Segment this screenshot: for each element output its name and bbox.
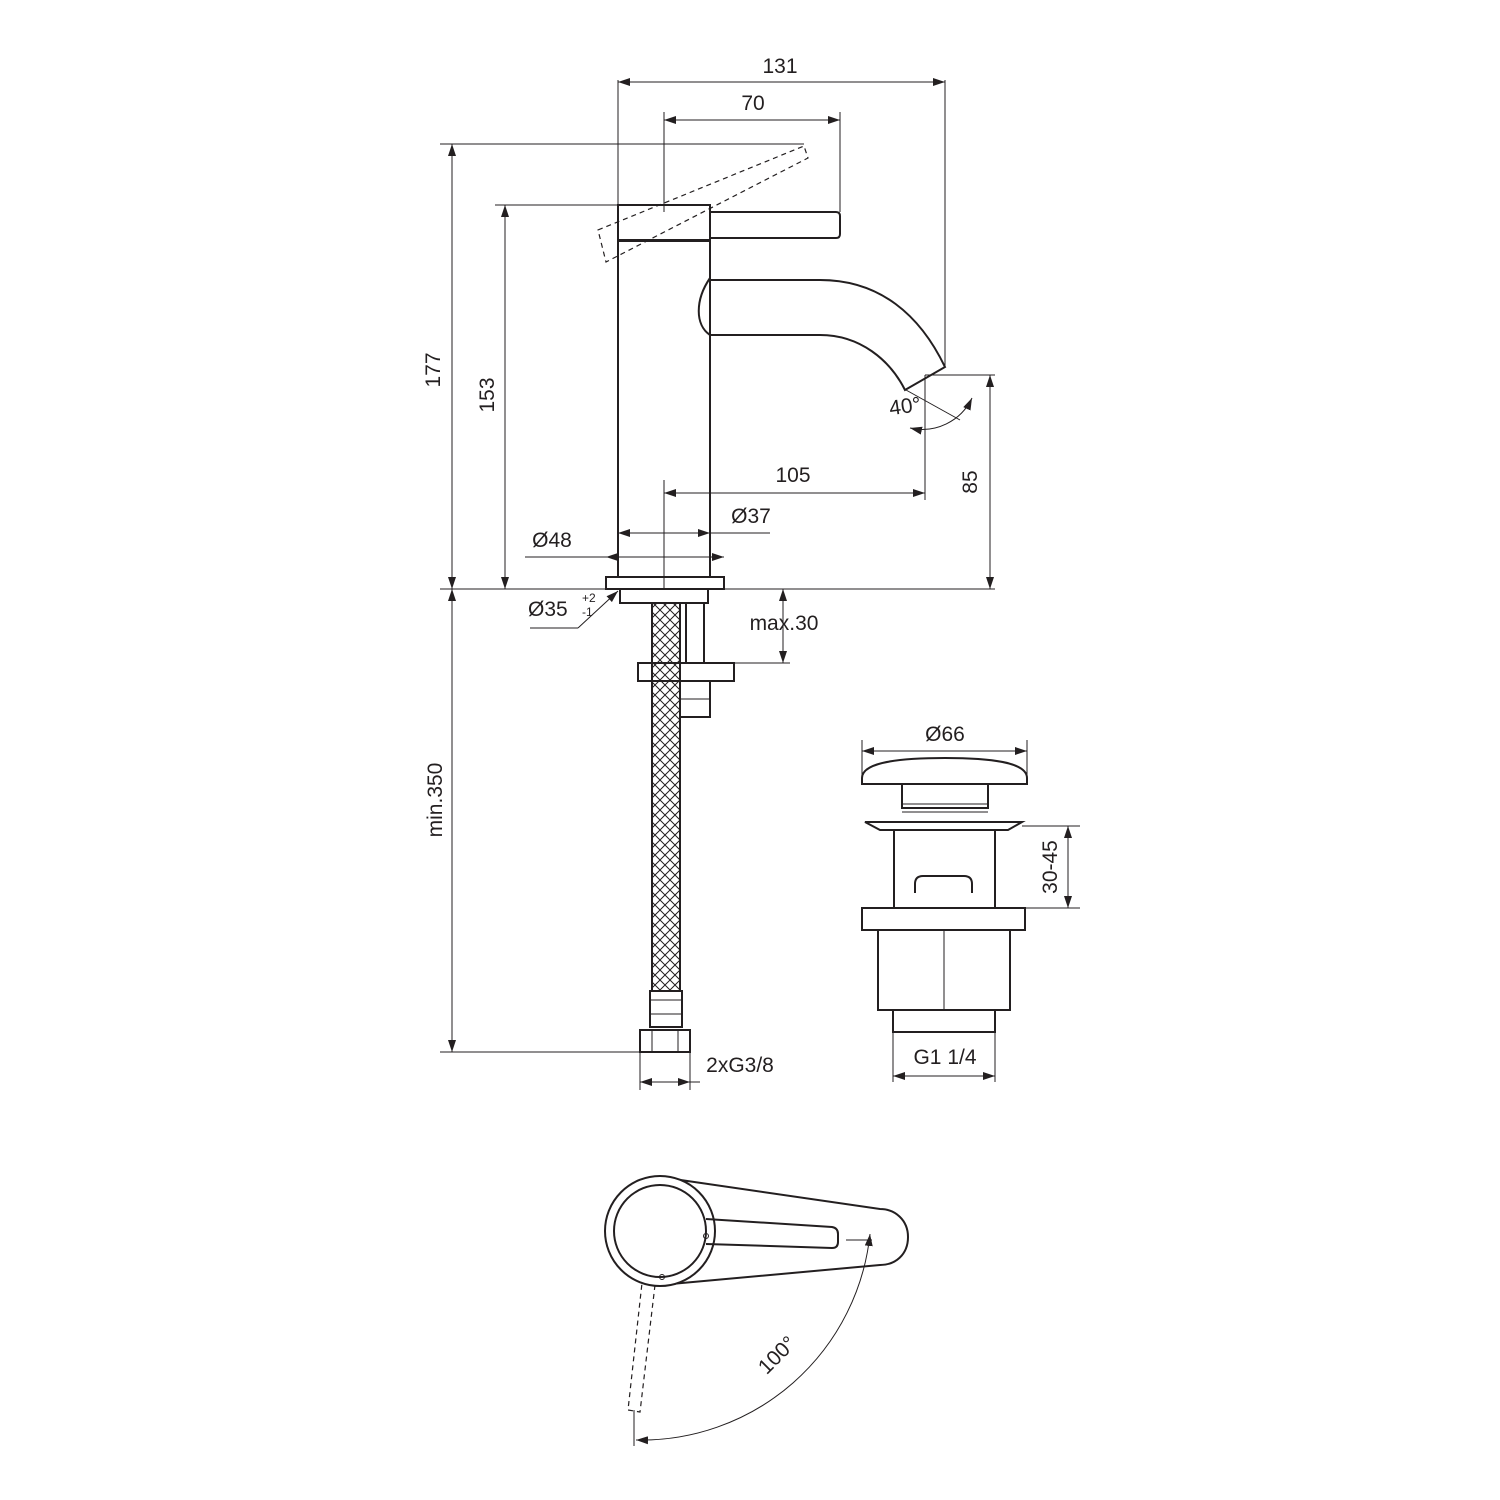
spout	[697, 277, 947, 392]
dim-body-height: 153	[476, 377, 499, 412]
dim-min-hose: min.350	[424, 763, 447, 838]
dim-max-deck: max.30	[750, 612, 819, 635]
dim-hole-tolerance-minus: -1	[582, 605, 593, 619]
dim-hole-diameter: Ø35	[528, 598, 568, 621]
base-ring	[619, 588, 709, 604]
threaded-rod	[685, 602, 705, 664]
braided-hose	[651, 602, 681, 992]
dim-spout-height: 85	[959, 470, 982, 493]
waste-slot	[914, 875, 973, 893]
dim-waste-range: 30-45	[1039, 840, 1062, 894]
dim-connections: 2xG3/8	[706, 1054, 774, 1077]
dim-lever-length: 70	[741, 92, 764, 115]
hose-ferrule	[649, 990, 683, 1028]
base-flange	[605, 576, 725, 590]
waste-nut	[861, 907, 1026, 931]
waste-cap	[861, 756, 1028, 785]
waste-body	[893, 829, 996, 909]
lever-top	[705, 1218, 839, 1250]
dim-waste-thread: G1 1/4	[913, 1046, 976, 1069]
dim-overall-height: 177	[422, 352, 445, 387]
dim-overall-width: 131	[762, 55, 797, 78]
mixer-top-view: 100°	[604, 1175, 910, 1446]
spout-top	[659, 1176, 910, 1286]
dim-hole-tolerance-plus: +2	[582, 591, 596, 605]
waste-thread	[892, 1009, 996, 1033]
hose-nut	[639, 1029, 691, 1053]
dim-body-diameter: Ø37	[731, 505, 771, 528]
waste-flange	[864, 821, 1026, 831]
dim-spout-angle: 40°	[888, 393, 923, 420]
dim-base-diameter: Ø48	[532, 529, 572, 552]
lever	[710, 211, 841, 239]
lever-rotated-position	[627, 1282, 656, 1413]
base-ring-top	[604, 1175, 716, 1287]
dim-lever-rotation: 100°	[754, 1332, 801, 1379]
dim-waste-top-diameter: Ø66	[925, 723, 965, 746]
mixer-side-view: 131 70 177 153 85 105 Ø37 Ø48 Ø35 +2 -1 …	[422, 55, 995, 1090]
waste-view: Ø66 30-45 G1 1/4	[861, 723, 1080, 1082]
lever-open-position	[597, 145, 809, 263]
dim-spout-reach: 105	[775, 464, 810, 487]
